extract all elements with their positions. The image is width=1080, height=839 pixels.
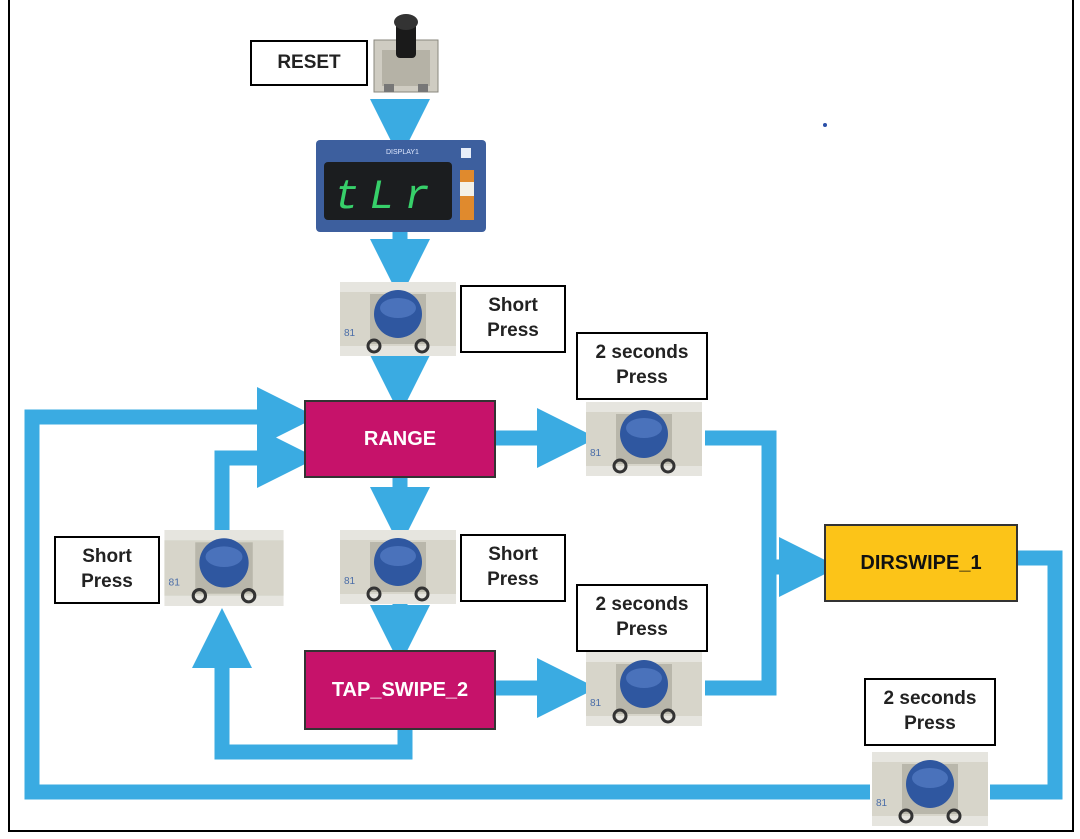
short-press-label: Short Press <box>460 285 566 353</box>
state-dirswipe[interactable]: DIRSWIPE_1 <box>824 524 1018 602</box>
push-button-icon[interactable]: 81 <box>584 402 704 476</box>
svg-text:81: 81 <box>590 448 602 459</box>
arrow-left-button-to-range <box>214 428 317 530</box>
push-button-icon[interactable]: 81 <box>340 530 456 604</box>
two-seconds-press-label: 2 seconds Press <box>576 584 708 652</box>
push-button-icon[interactable]: 81 <box>870 752 990 826</box>
arrow-2s-upper-to-dirswipe <box>705 430 839 597</box>
push-button-icon[interactable]: 81 <box>164 530 284 606</box>
state-tap-swipe[interactable]: TAP_SWIPE_2 <box>304 650 496 730</box>
svg-text:81: 81 <box>169 577 181 588</box>
stray-dot <box>823 123 827 127</box>
push-button-icon[interactable]: 81 <box>340 282 456 356</box>
two-seconds-press-label: 2 seconds Press <box>864 678 996 746</box>
short-press-label: Short Press <box>460 534 566 602</box>
seven-segment-display-icon: DISPLAY1 tLr <box>316 140 486 232</box>
svg-text:81: 81 <box>876 798 888 809</box>
diagram-frame <box>8 0 1074 832</box>
svg-text:81: 81 <box>344 328 356 339</box>
svg-text:81: 81 <box>590 698 602 709</box>
arrow-2s-lower-to-join <box>705 567 777 696</box>
arrow-bottom-return <box>24 387 870 800</box>
reset-label: RESET <box>250 40 368 86</box>
arrow-dirswipe-loop-to-range <box>990 550 1063 800</box>
short-press-label: Short Press <box>54 536 160 604</box>
arrow-tapswipe-to-left-button <box>192 608 413 760</box>
display-title: DISPLAY1 <box>386 149 419 156</box>
display-readout: tLr <box>334 173 440 221</box>
two-seconds-press-label: 2 seconds Press <box>576 332 708 400</box>
svg-text:81: 81 <box>344 576 356 587</box>
push-button-icon[interactable]: 81 <box>584 652 704 726</box>
reset-button-icon[interactable] <box>372 10 440 98</box>
state-range[interactable]: RANGE <box>304 400 496 478</box>
